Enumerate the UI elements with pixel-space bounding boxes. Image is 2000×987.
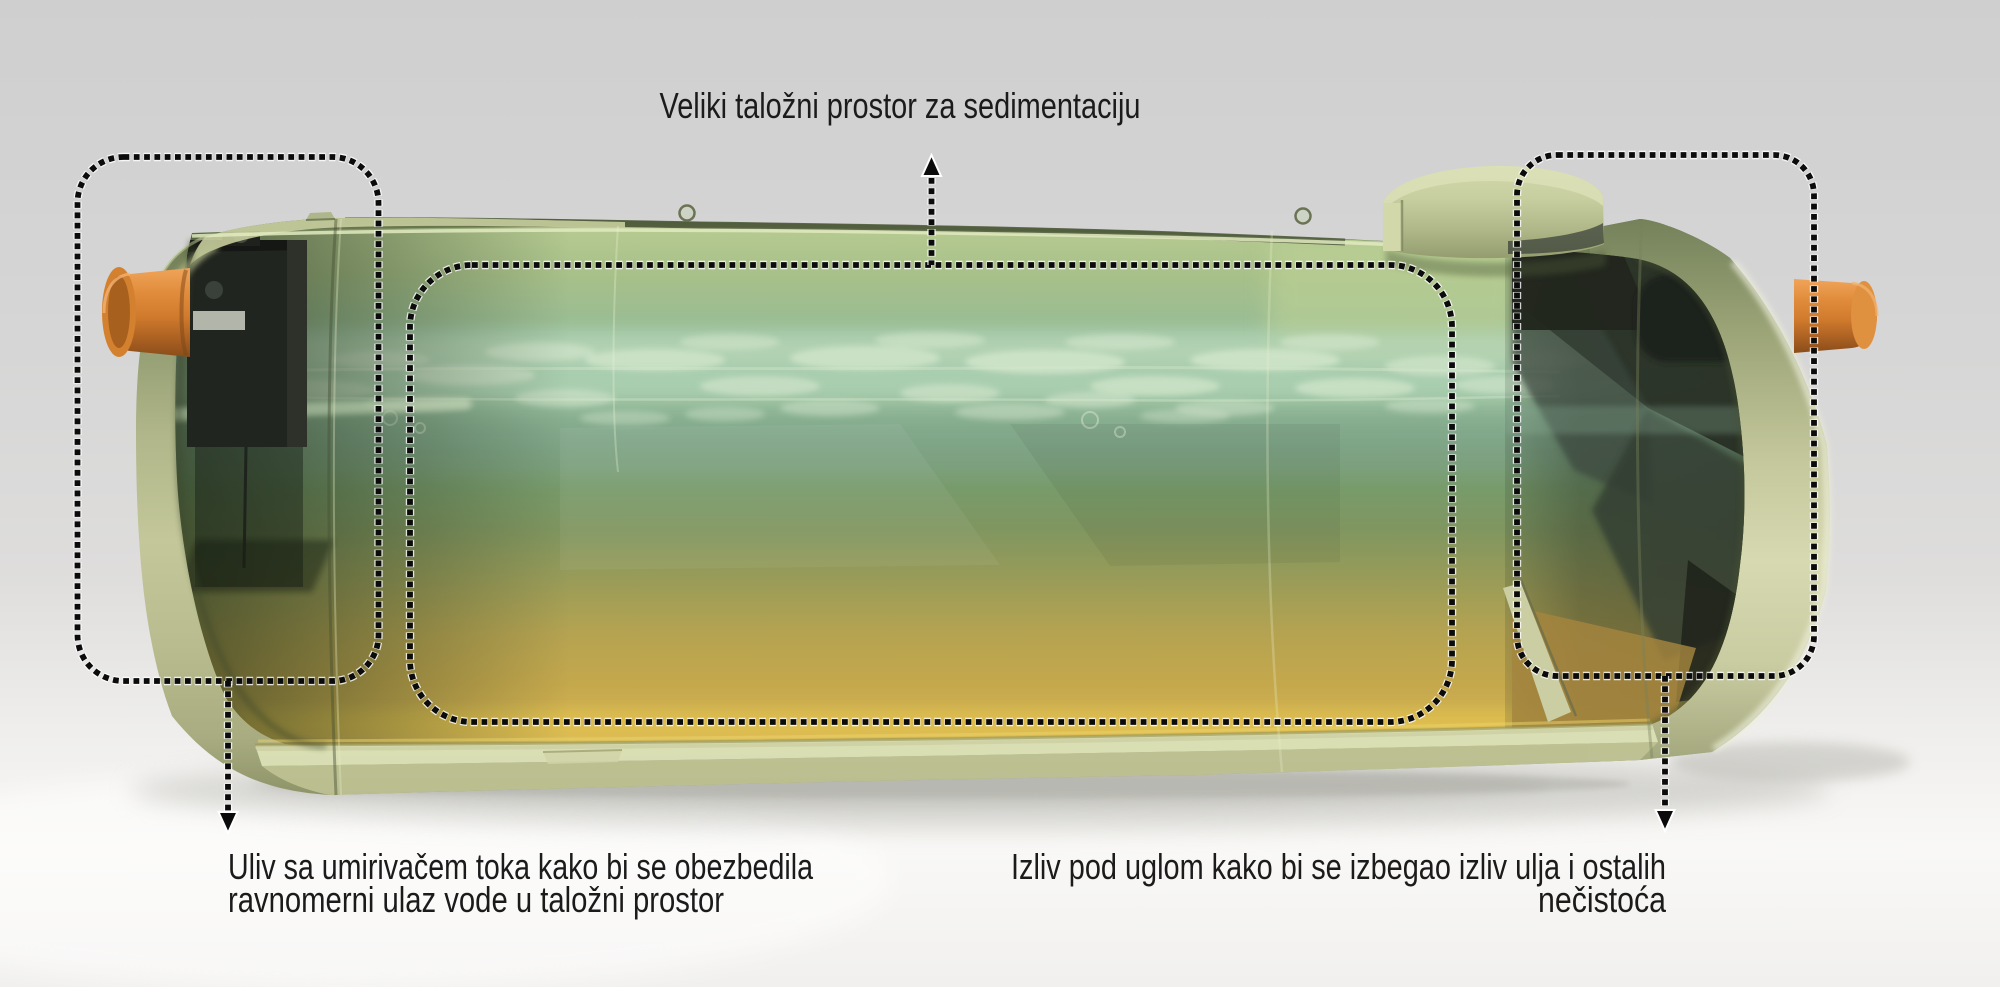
svg-text:Izliv pod uglom kako bi se izb: Izliv pod uglom kako bi se izbegao izliv… xyxy=(1011,846,1666,887)
svg-text:Uliv sa umirivačem toka kako b: Uliv sa umirivačem toka kako bi se obezb… xyxy=(228,846,814,887)
svg-text:nečistoća: nečistoća xyxy=(1538,879,1667,920)
svg-text:Veliki taložni prostor za sedi: Veliki taložni prostor za sedimentaciju xyxy=(660,85,1141,126)
svg-text:ravnomerni ulaz vode u taložni: ravnomerni ulaz vode u taložni prostor xyxy=(228,879,724,920)
